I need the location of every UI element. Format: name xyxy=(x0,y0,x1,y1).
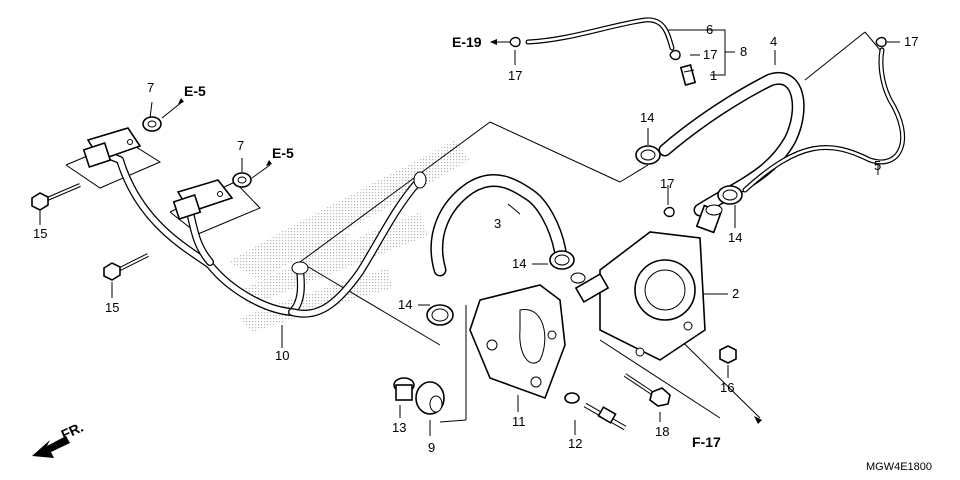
callout-12: 12 xyxy=(568,436,582,451)
ref-e5-upper: E-5 xyxy=(184,83,206,99)
hose-6 xyxy=(525,17,675,51)
flange-bolt-lower xyxy=(103,253,149,281)
gasket-upper-hole xyxy=(147,120,157,128)
stud-bolt xyxy=(564,392,627,431)
hose-clamp-middle xyxy=(549,250,575,270)
air-injection-control-valve xyxy=(570,204,723,361)
direction-label: FR. xyxy=(59,419,86,443)
diagram-code: MGW4E1800 xyxy=(866,461,932,473)
callout-17-hose6: 17 xyxy=(703,47,717,62)
clip-hose6 xyxy=(669,49,681,61)
hose-clamp-left xyxy=(426,304,454,326)
flange-bolt-upper xyxy=(31,183,81,211)
callout-17-e19: 17 xyxy=(508,68,522,83)
callout-14-left: 14 xyxy=(398,297,412,312)
ref-e5-lower: E-5 xyxy=(272,145,294,161)
callout-1: 1 xyxy=(710,68,717,83)
callout-6: 6 xyxy=(706,22,713,37)
callout-18: 18 xyxy=(655,424,669,439)
callout-17-valve: 17 xyxy=(660,176,674,191)
callout-17-hose5: 17 xyxy=(904,34,918,49)
clip-valve xyxy=(663,206,675,218)
callout-8: 8 xyxy=(740,44,747,59)
collar xyxy=(393,377,415,401)
callout-2: 2 xyxy=(732,286,739,301)
ref-e19: E-19 xyxy=(452,34,482,50)
callout-11: 11 xyxy=(512,414,526,429)
hose-clamp-upper xyxy=(635,145,661,165)
ref-f17: F-17 xyxy=(692,434,721,450)
ref-e5-lower-arrowhead xyxy=(266,160,272,166)
ref-e19-arrowhead xyxy=(490,39,497,45)
callout-3: 3 xyxy=(494,216,501,231)
ref-e5-upper-arrowhead xyxy=(178,98,184,104)
valve-mounting-bracket xyxy=(469,284,566,400)
callout-13: 13 xyxy=(392,420,406,435)
callout-14-upper: 14 xyxy=(640,110,654,125)
callout-15-upper: 15 xyxy=(33,226,47,241)
callout-9: 9 xyxy=(428,440,435,455)
callout-10: 10 xyxy=(275,348,289,363)
callout-5: 5 xyxy=(874,158,881,173)
rubber-mount xyxy=(415,381,445,415)
callout-7-upper: 7 xyxy=(147,80,154,95)
hose-joint xyxy=(679,64,697,86)
callout-15-lower: 15 xyxy=(105,300,119,315)
callout-7-lower: 7 xyxy=(237,138,244,153)
gasket-lower-hole xyxy=(237,176,247,184)
callout-14-right: 14 xyxy=(728,230,742,245)
callout-4: 4 xyxy=(770,34,777,49)
mounting-bolt xyxy=(623,373,671,407)
hose-clamp-right xyxy=(717,185,743,205)
hose-4 xyxy=(658,72,805,217)
clip-e19 xyxy=(509,36,521,48)
clip-hose5 xyxy=(875,36,887,48)
hose-3 xyxy=(430,174,567,277)
flange-nut xyxy=(719,345,737,364)
callout-14-middle: 14 xyxy=(512,256,526,271)
hose-5 xyxy=(742,47,906,193)
callout-16: 16 xyxy=(720,380,734,395)
front-direction-arrow: FR. xyxy=(32,419,86,458)
air-supply-pipe xyxy=(82,127,427,318)
ref-f17-arrowhead xyxy=(754,416,762,424)
